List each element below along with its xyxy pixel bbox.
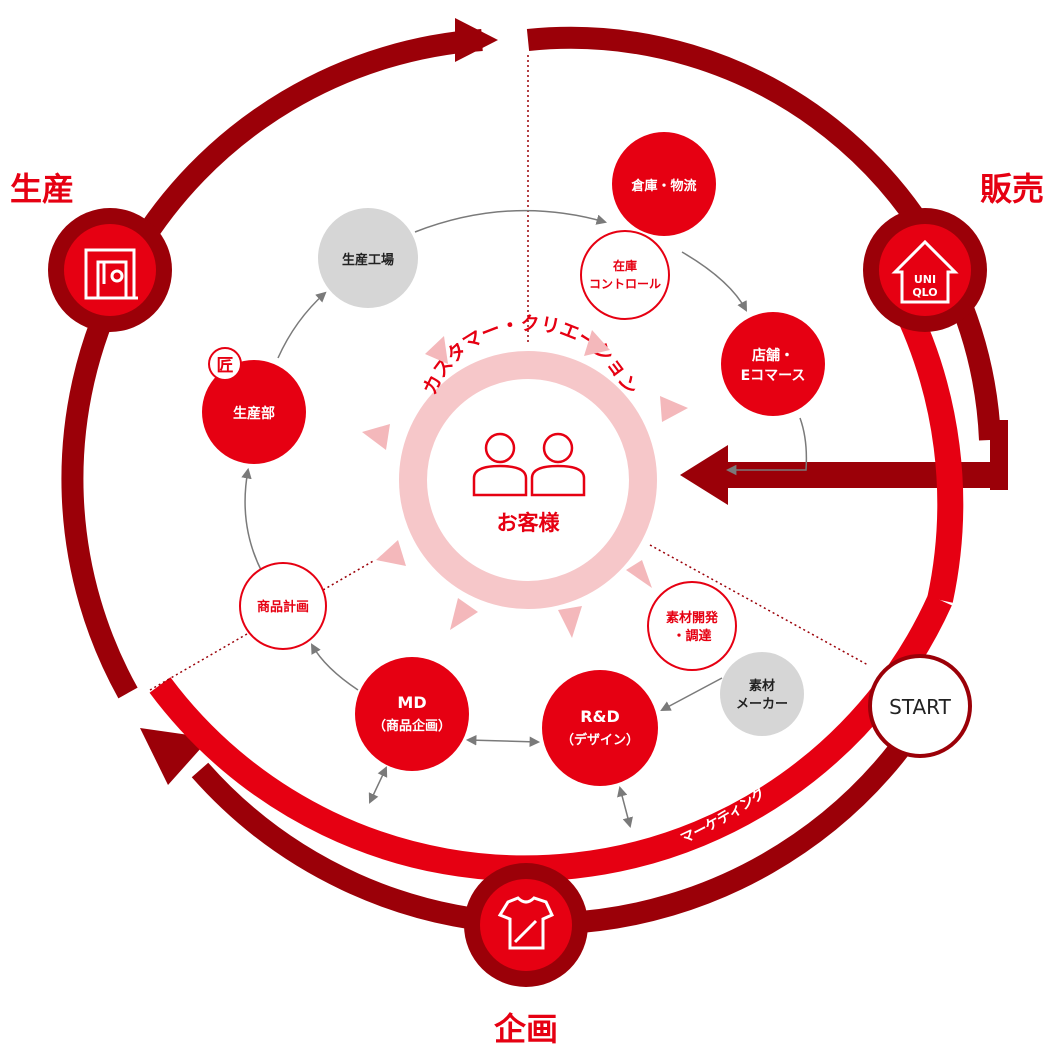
node-inventory-control: 在庫 コントロール (580, 230, 670, 320)
node-rd-line1: R&D (580, 707, 620, 726)
node-material-maker: 素材 メーカー (720, 652, 804, 736)
node-production-dept: 生産部 匠 (202, 347, 306, 464)
node-rd: R&D （デザイン） (542, 670, 658, 786)
uniqlo-store-icon: UNI QLO (891, 239, 959, 304)
start-marker: START (868, 654, 972, 758)
radial-arrows (362, 330, 688, 638)
node-warehouse-label: 倉庫・物流 (630, 178, 696, 194)
node-factory: 生産工場 (318, 208, 418, 308)
takumi-badge (208, 347, 242, 381)
outer-arc-sales (526, 26, 1001, 441)
node-store-ecommerce-line1: 店舗・ (752, 347, 794, 364)
node-product-plan-label: 商品計画 (257, 599, 309, 615)
node-material-development-line1: 素材開発 (666, 610, 719, 626)
node-material-development: 素材開発 ・調達 (647, 581, 737, 671)
node-production-dept-label: 生産部 (233, 405, 275, 422)
inner-red-band (149, 294, 964, 882)
node-material-maker-line2: メーカー (736, 697, 788, 712)
node-inventory-control-line1: 在庫 (613, 258, 637, 273)
node-md: MD （商品企画） (355, 657, 469, 771)
node-material-maker-line1: 素材 (749, 678, 775, 694)
quadrant-dividers (149, 55, 869, 691)
sales-icon-circle: UNI QLO (863, 208, 987, 332)
production-icon-circle (48, 208, 172, 332)
node-rd-line2: （デザイン） (561, 732, 639, 748)
inner-cycle-connectors (241, 209, 808, 829)
sewing-machine-icon (84, 248, 138, 300)
customers-icon (472, 432, 586, 497)
uniqlo-logo-line1: UNI (914, 273, 936, 286)
customer-center: カスタマー・クリエーション お客様 (399, 313, 657, 609)
outer-arrowhead-top (455, 18, 498, 62)
quadrant-title-planning: 企画 (494, 1010, 558, 1048)
planning-icon-circle (464, 863, 588, 987)
node-material-development-line2: ・調達 (672, 628, 711, 644)
node-store-ecommerce: 店舗・ Eコマース (721, 312, 825, 416)
node-product-plan: 商品計画 (239, 562, 327, 650)
uniqlo-logo-line2: QLO (912, 286, 937, 299)
tshirt-pencil-icon (497, 896, 554, 950)
takumi-badge-label: 匠 (217, 356, 234, 376)
node-store-ecommerce-line2: Eコマース (741, 368, 806, 384)
start-label: START (889, 695, 951, 719)
node-md-line2: （商品企画） (373, 718, 451, 734)
quadrant-title-production: 生産 (10, 170, 74, 208)
node-inventory-control-line2: コントロール (589, 277, 661, 291)
node-md-line1: MD (397, 693, 426, 712)
quadrant-title-sales: 販売 (980, 170, 1044, 208)
customer-label: お客様 (497, 511, 561, 535)
node-factory-label: 生産工場 (342, 252, 394, 268)
node-warehouse: 倉庫・物流 (612, 132, 716, 236)
